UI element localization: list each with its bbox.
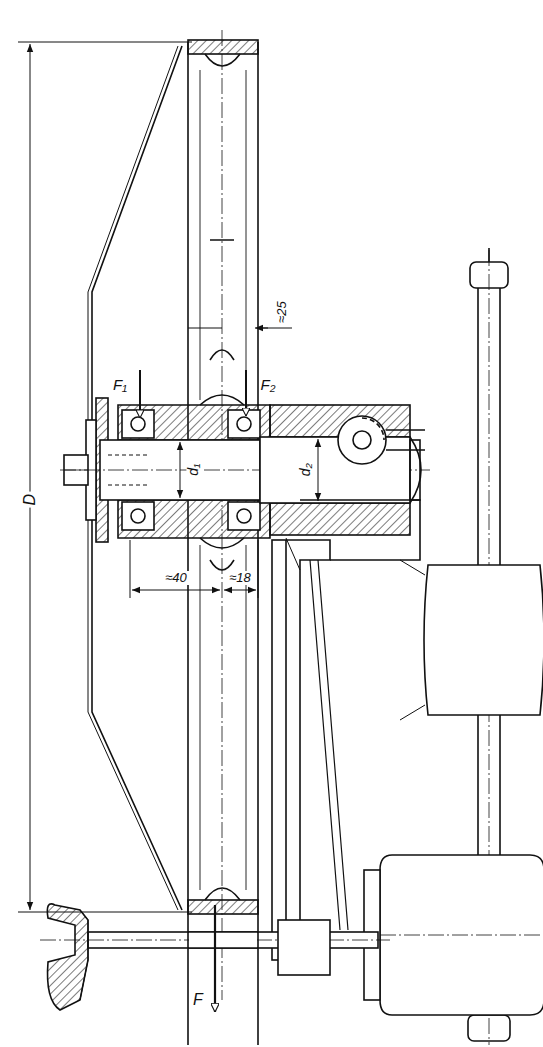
force-label: F₁ xyxy=(111,377,129,394)
dimension-label: ≈40 xyxy=(163,571,189,585)
force-label: F₂ xyxy=(259,377,278,394)
dimension-label: D xyxy=(21,492,39,508)
dimension-label: d₂ xyxy=(298,461,313,478)
force-label: F xyxy=(191,991,205,1009)
dimension-label: ≈18 xyxy=(227,571,253,585)
dimension-label: ≈25 xyxy=(275,299,289,325)
dimension-label: d₁ xyxy=(186,462,201,478)
